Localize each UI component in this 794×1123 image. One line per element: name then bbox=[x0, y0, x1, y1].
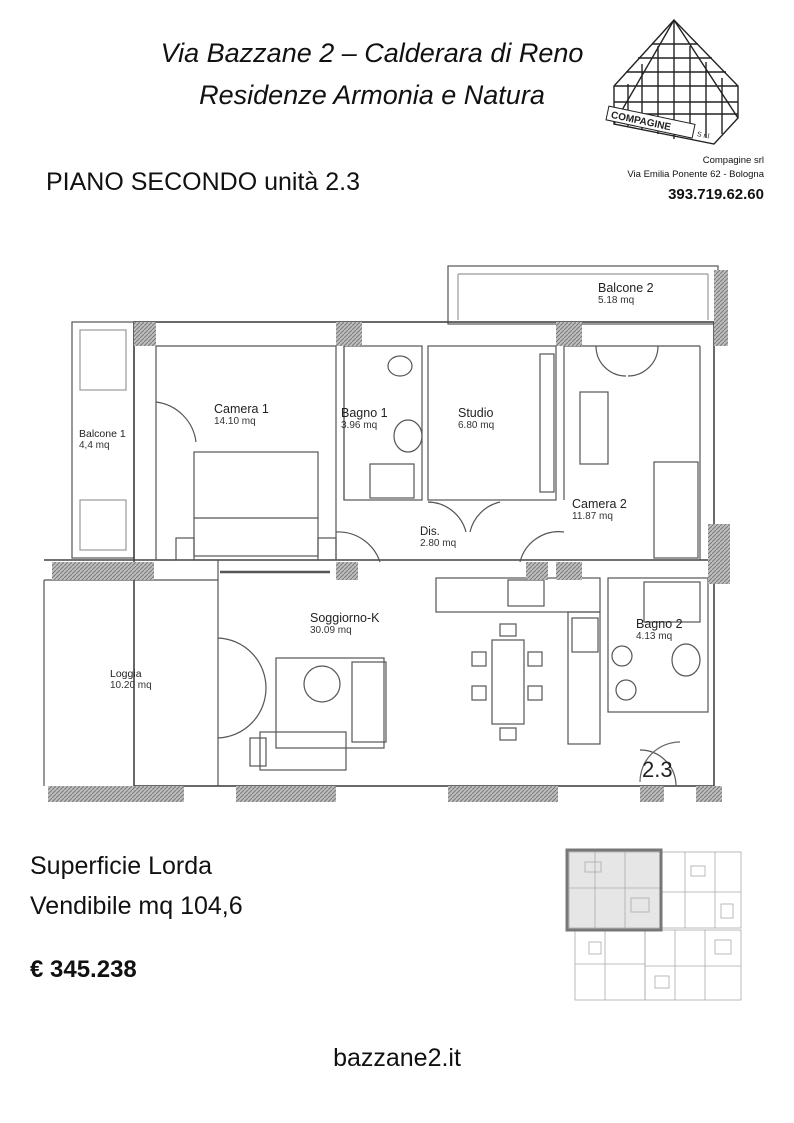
room-label: Balcone 2 bbox=[598, 281, 654, 295]
room-camera2: Camera 2 11.87 mq bbox=[572, 497, 627, 522]
surface-label: Superficie Lorda bbox=[30, 852, 213, 880]
room-soggiorno: Soggiorno-K 30.09 mq bbox=[310, 611, 380, 636]
room-area: 14.10 mq bbox=[214, 416, 256, 427]
room-bagno2: Bagno 2 4.13 mq bbox=[636, 617, 683, 642]
company-address: Via Emilia Ponente 62 - Bologna bbox=[627, 169, 764, 180]
room-dis: Dis. 2.80 mq bbox=[420, 526, 456, 549]
surface-value: Vendibile mq 104,6 bbox=[30, 892, 243, 920]
company-logo: COMPAGINE S r l bbox=[605, 18, 739, 145]
balcone2-outline bbox=[447, 265, 719, 325]
room-balcone1: Balcone 1 4,4 mq bbox=[79, 428, 126, 451]
floor-plan bbox=[43, 265, 730, 802]
address-title: Via Bazzane 2 – Calderara di Reno bbox=[160, 38, 584, 68]
key-plan-highlight bbox=[565, 848, 663, 932]
company-name: Compagine srl bbox=[702, 155, 764, 166]
room-label: Camera 1 bbox=[214, 402, 269, 416]
company-phone: 393.719.62.60 bbox=[668, 186, 764, 203]
unit-badge: 2.3 bbox=[642, 757, 673, 782]
room-label: Loggia bbox=[110, 668, 142, 680]
room-loggia: Loggia 10.20 mq bbox=[110, 668, 152, 691]
residence-title: Residenze Armonia e Natura bbox=[199, 80, 545, 110]
room-label: Soggiorno-K bbox=[310, 611, 380, 625]
room-area: 4.13 mq bbox=[636, 631, 673, 642]
room-studio: Studio 6.80 mq bbox=[458, 406, 494, 431]
room-area: 2.80 mq bbox=[420, 538, 457, 549]
room-label: Dis. bbox=[420, 526, 440, 538]
room-label: Balcone 1 bbox=[79, 428, 126, 440]
room-balcone2: Balcone 2 5.18 mq bbox=[598, 281, 654, 306]
room-area: 5.18 mq bbox=[598, 295, 635, 306]
room-area: 4,4 mq bbox=[79, 440, 110, 451]
room-area: 11.87 mq bbox=[572, 511, 613, 522]
room-area: 30.09 mq bbox=[310, 625, 352, 636]
logo-suffix: S r l bbox=[696, 131, 710, 141]
room-label: Camera 2 bbox=[572, 497, 627, 511]
room-label: Bagno 1 bbox=[341, 406, 388, 420]
room-area: 6.80 mq bbox=[458, 420, 495, 431]
room-label: Bagno 2 bbox=[636, 617, 683, 631]
website-link[interactable]: bazzane2.it bbox=[333, 1044, 461, 1072]
room-camera1: Camera 1 14.10 mq bbox=[214, 402, 269, 427]
room-label: Studio bbox=[458, 406, 494, 420]
room-bagno1: Bagno 1 3.96 mq bbox=[341, 406, 388, 431]
price: € 345.238 bbox=[30, 956, 137, 983]
room-area: 10.20 mq bbox=[110, 680, 152, 691]
floor-unit-title: PIANO SECONDO unità 2.3 bbox=[46, 168, 361, 196]
room-area: 3.96 mq bbox=[341, 420, 378, 431]
key-plan bbox=[565, 848, 742, 1001]
